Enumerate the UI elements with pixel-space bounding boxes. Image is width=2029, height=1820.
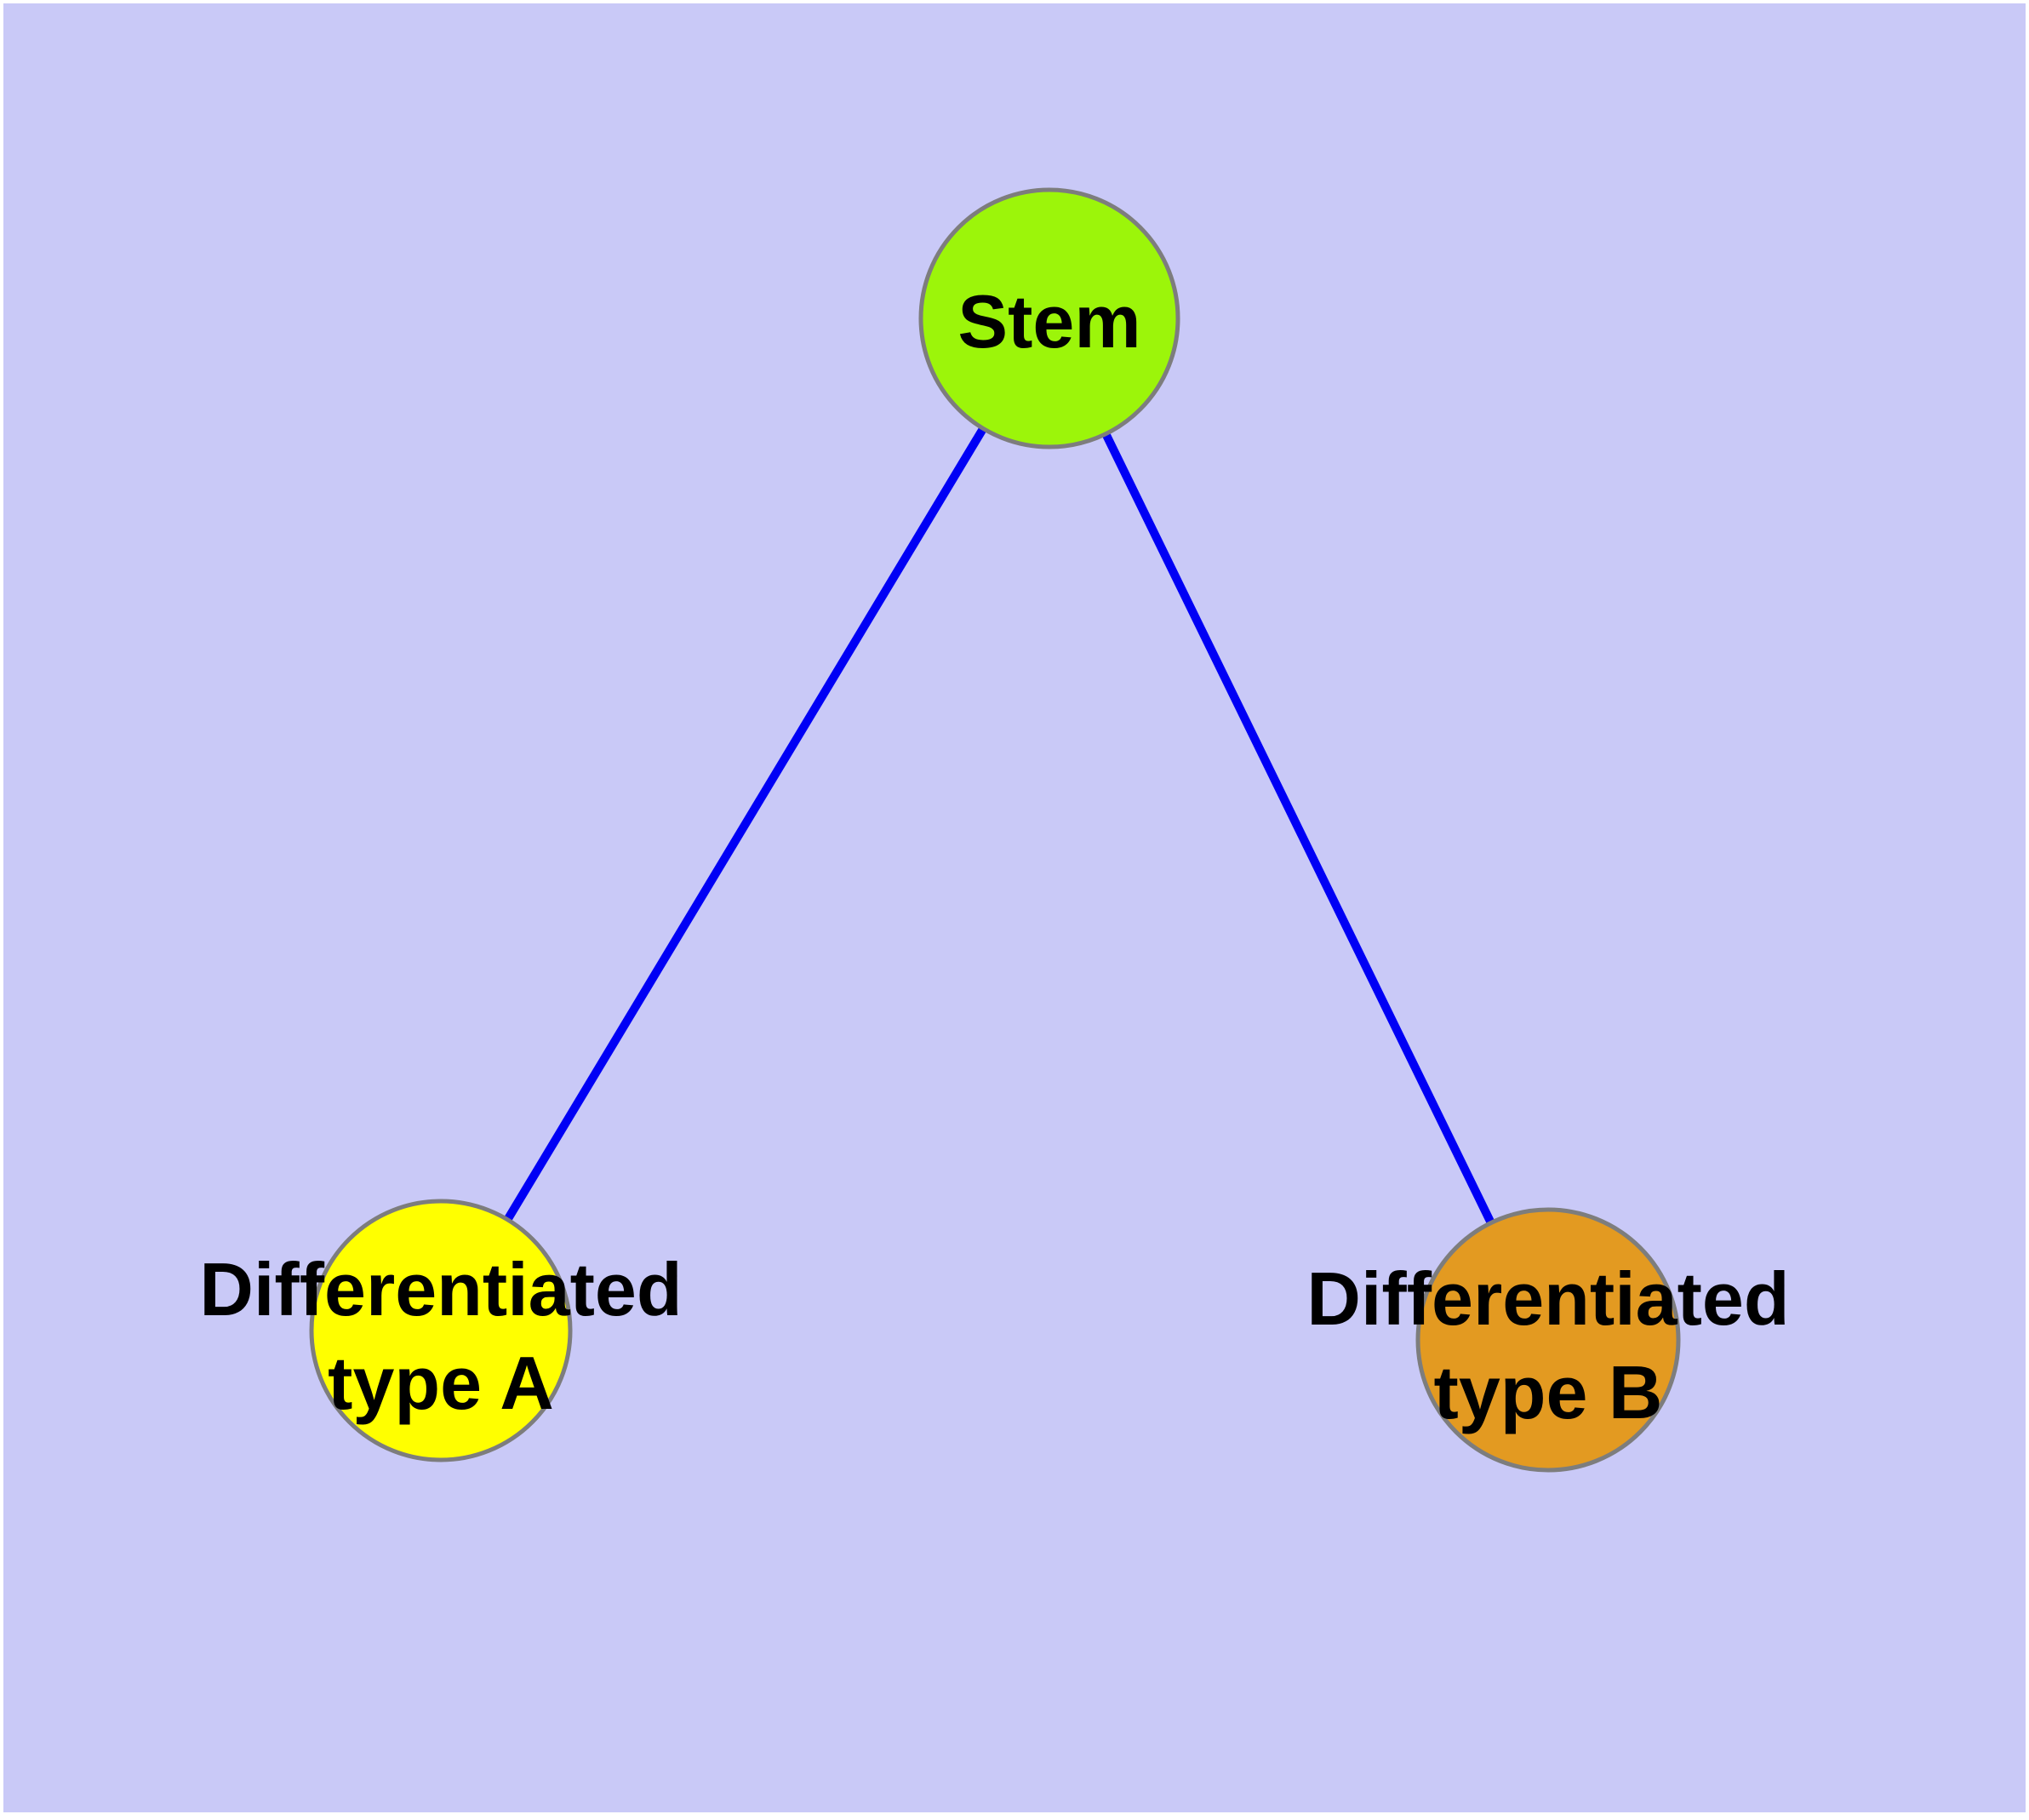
type-a-node-circle — [309, 1199, 573, 1462]
stem-node-label: Stem — [957, 279, 1140, 363]
node-differentiated-type-a: Differentiated type A — [199, 1199, 683, 1462]
type-b-node-label-line1: Differentiated — [1306, 1256, 1789, 1341]
stem-node-circle — [918, 187, 1180, 449]
type-a-node-label-line2: type A — [328, 1341, 554, 1425]
node-differentiated-type-b: Differentiated type B — [1306, 1207, 1790, 1473]
type-a-node-label-line1: Differentiated — [199, 1247, 682, 1331]
edge-layer — [437, 316, 1552, 1342]
edge-stem-to-type-b — [1045, 316, 1552, 1342]
edge-stem-to-type-a — [437, 316, 1054, 1333]
type-b-node-label-line2: type B — [1434, 1350, 1663, 1434]
node-stem: Stem — [918, 187, 1180, 449]
type-b-node-circle — [1415, 1207, 1681, 1473]
